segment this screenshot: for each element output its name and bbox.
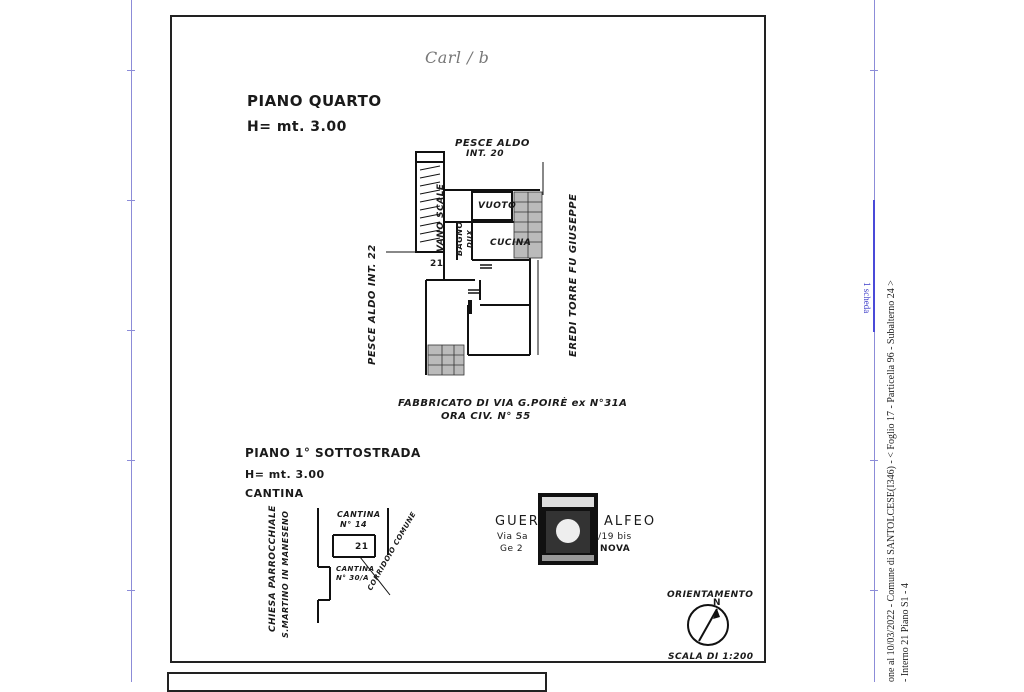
orientation-label: ORIENTAMENTO (667, 590, 754, 600)
right-margin-guide (874, 0, 875, 682)
guide-tick (127, 330, 135, 331)
kitchen-label: CUCINA (490, 238, 532, 248)
margin-text-line2: - Interno 21 Piano S1 - 4 (900, 583, 911, 682)
scale-label: SCALA DI 1:200 (668, 652, 754, 662)
basement-plan (317, 508, 391, 623)
handwritten-note: Carl / b (425, 48, 490, 67)
cellar-b-number: N° 30/A (336, 574, 370, 582)
stamp-address-right: /19 bis (598, 532, 632, 542)
left-margin-guide (131, 0, 132, 682)
building-caption-1: FABBRICATO DI VIA G.POIRÈ ex N°31A (398, 398, 628, 409)
stamp-city-left: Ge 2 (500, 544, 524, 554)
stamp-name-left: GUERR (495, 514, 551, 529)
page-marker-bracket (873, 200, 875, 332)
east-owner-label: EREDI TORRE FU GIUSEPPE (568, 193, 579, 357)
interior-number-label: 21 (430, 259, 444, 269)
guide-tick (127, 70, 135, 71)
drawing-frame (170, 15, 766, 663)
cellar-a-number: N° 14 (340, 520, 368, 529)
guide-tick (127, 200, 135, 201)
stamp-address-left: Via Sa (497, 532, 529, 542)
stamp-city-right: NOVA (600, 544, 631, 554)
closet-label: DUX (466, 229, 474, 248)
guide-tick (870, 460, 878, 461)
guide-tick (870, 590, 878, 591)
compass-north: N (713, 598, 722, 608)
cellar-unit-number: 21 (355, 542, 369, 552)
void-label: VUOTO (478, 201, 517, 211)
cellar-b-label: CANTINA (336, 565, 375, 573)
basement-height: H= mt. 3.00 (245, 468, 325, 481)
page-marker: 1 scheda (862, 282, 872, 314)
compass-icon (687, 604, 729, 646)
guide-tick (127, 460, 135, 461)
stamp-name-right: ALFEO (604, 514, 657, 529)
floor4-title: PIANO QUARTO (247, 92, 382, 110)
stamp-seal (538, 493, 598, 565)
basement-title: PIANO 1° SOTTOSTRADA (245, 446, 421, 460)
basement-subtitle: CANTINA (245, 487, 304, 500)
bath-label: BAGNO (455, 221, 464, 256)
church-label-2: S.MARTINO IN MANESENO (281, 510, 290, 638)
west-owner-label: PESCE ALDO INT. 22 (367, 244, 378, 365)
floor4-plan (386, 151, 544, 376)
floor4-height: H= mt. 3.00 (247, 119, 347, 135)
next-sheet-frame (167, 672, 547, 692)
north-owner-int: INT. 20 (466, 149, 505, 159)
stair-label: VANO SCALE (436, 183, 446, 252)
building-caption-2: ORA CIV. N° 55 (441, 411, 531, 422)
margin-text-line1: one al 10/03/2022 - Comune di SANTOLCESE… (886, 280, 897, 682)
north-owner-label: PESCE ALDO (455, 138, 530, 149)
guide-tick (127, 590, 135, 591)
church-label-1: CHIESA PARROCCHIALE (268, 505, 278, 632)
cellar-a-label: CANTINA (337, 510, 381, 519)
guide-tick (870, 70, 878, 71)
